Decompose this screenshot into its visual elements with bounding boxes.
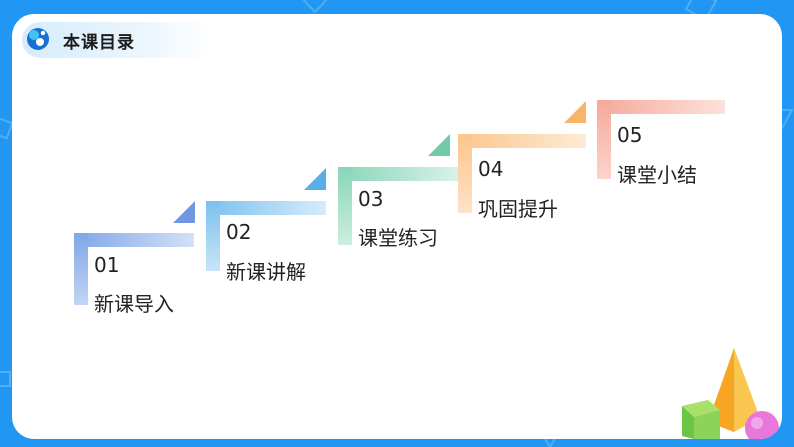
cube-icon: [682, 400, 720, 439]
step-01-side-bar: [74, 233, 88, 305]
step-04-number: 04: [478, 157, 504, 181]
step-05-top-bar: [597, 100, 725, 114]
geometry-decoration: [682, 348, 779, 439]
step-03-side-bar: [338, 167, 352, 245]
step-01-label: 新课导入: [94, 292, 174, 316]
step-05-side-bar: [597, 100, 611, 179]
step-02-label: 新课讲解: [226, 260, 306, 284]
step-04-top-bar: [458, 134, 586, 148]
section-header: [22, 22, 212, 58]
step-03-number: 03: [358, 187, 384, 211]
step-03-top-bar: [338, 167, 460, 181]
step-04-label: 巩固提升: [478, 197, 558, 221]
step-01-number: 01: [94, 253, 120, 277]
brand-logo-icon: [27, 28, 49, 50]
step-04-corner-marker: [564, 101, 586, 123]
step-04-side-bar: [458, 134, 472, 213]
step-05-label: 课堂小结: [617, 163, 697, 187]
page-title: 本课目录: [63, 33, 135, 53]
step-01-corner-marker: [173, 201, 195, 223]
step-05-number: 05: [617, 123, 643, 147]
step-03-corner-marker: [428, 134, 450, 156]
sphere-icon: [745, 411, 779, 439]
step-03-label: 课堂练习: [358, 226, 438, 250]
step-02-number: 02: [226, 220, 252, 244]
step-02-side-bar: [206, 201, 220, 271]
content-card: 本课目录 01 新课导入 02 新课讲解 03 课堂练习 04 巩固提升 05 …: [12, 14, 782, 439]
step-01-top-bar: [74, 233, 194, 247]
step-02-corner-marker: [304, 168, 326, 190]
step-02-top-bar: [206, 201, 326, 215]
